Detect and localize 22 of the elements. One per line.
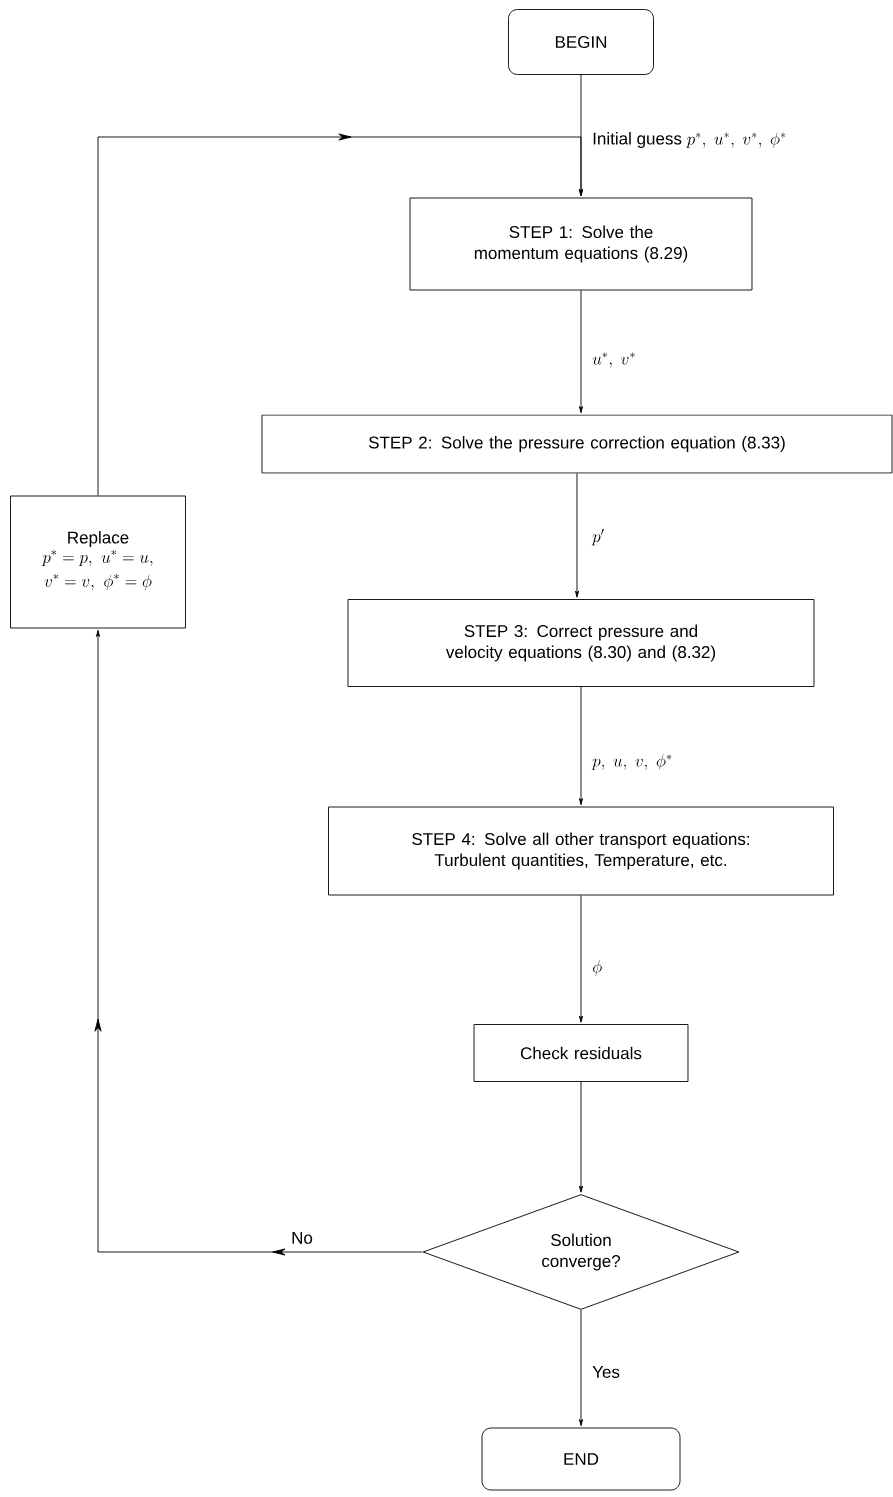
terminal-box: END — [481, 1427, 681, 1491]
process-box: STEP 1: Solve the momentum equations (8.29) — [409, 197, 753, 291]
arrow — [579, 895, 583, 1023]
process-box: STEP 4: Solve all other transport equations: Turbulent quantities, Temperature, etc. — [328, 806, 834, 896]
edge-label: $\text{Initial guess }p^{*},\ u^{*},\ v^{*},\ \phi^{*}$ — [590, 130, 789, 150]
process-box: STEP 2: Solve the pressure correction equation (8.33) — [261, 414, 893, 474]
edge-label: Yes — [590, 1364, 622, 1380]
arrow — [575, 473, 579, 598]
arrow — [579, 1309, 583, 1427]
terminal-box: BEGIN — [508, 9, 654, 75]
edge-label: $u^{*},\ v^{*}$ — [590, 350, 638, 370]
arrow — [579, 686, 583, 806]
arrow — [579, 1081, 583, 1193]
edge-label: $p,\ u,\ v,\ \phi^{*}$ — [590, 752, 675, 772]
edge-label: $\phi$ — [590, 958, 605, 978]
process-box: Replace $\begin{gathered}p^{*}=p,\ u^{*}=u,\\ v^{*}=v,\ \phi^{*}=\phi\end{gathered}$ — [10, 495, 186, 629]
process-box: STEP 3: Correct pressure and velocity equations (8.30) and (8.32) — [347, 599, 815, 687]
edge-label: $p'$ — [590, 526, 607, 548]
arrow — [97, 133, 583, 496]
process-box: Check residuals — [473, 1024, 689, 1082]
arrow — [94, 629, 423, 1256]
arrow — [579, 290, 583, 414]
